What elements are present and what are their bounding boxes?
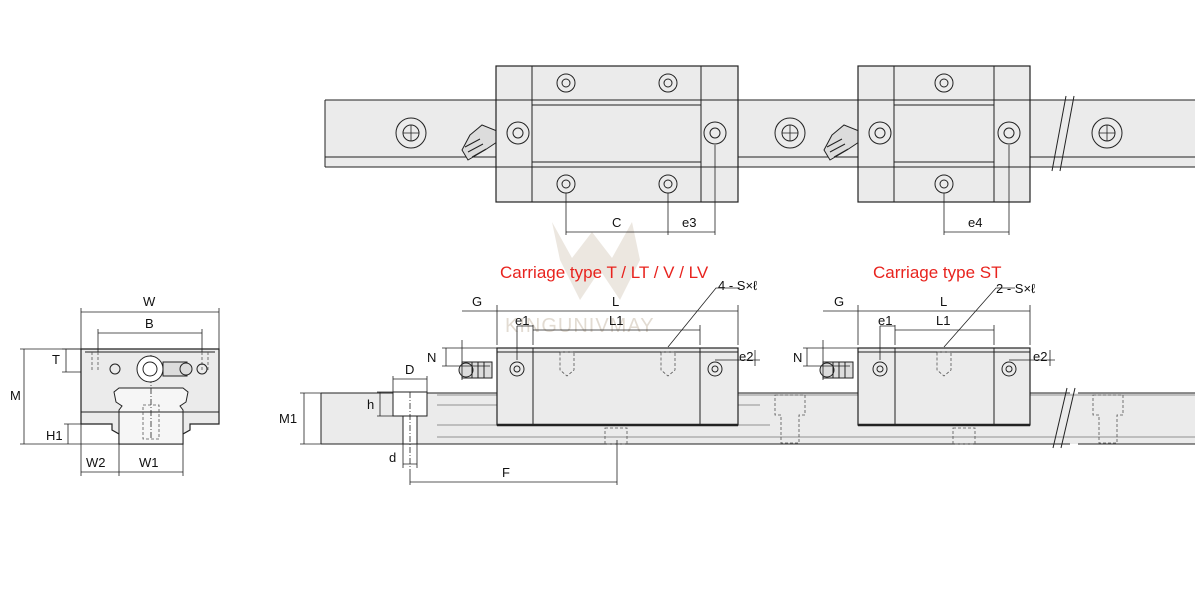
dim-W2: W2 — [86, 455, 106, 470]
carriage-a-top — [495, 65, 739, 203]
dim-D: D — [405, 362, 414, 377]
watermark: KINGUNIVMAY — [505, 222, 655, 337]
dim-L-a: L — [612, 294, 619, 309]
carriage-a-side — [496, 347, 739, 426]
dim-L1-a: L1 — [609, 313, 623, 328]
dim-L-b: L — [940, 294, 947, 309]
side-seal-screw — [109, 363, 121, 375]
rail-hole — [395, 117, 427, 149]
side-seal-screw — [707, 361, 723, 377]
dim-e4: e4 — [968, 215, 982, 230]
mount-hole — [934, 73, 954, 93]
side-seal-screw — [1001, 361, 1017, 377]
end-seal-hole — [703, 121, 727, 145]
dim-d: d — [389, 450, 396, 465]
dim-M: M — [10, 388, 21, 403]
dim-e3: e3 — [682, 215, 696, 230]
grease-nipple-icon — [823, 124, 860, 161]
side-seal-screw — [872, 361, 888, 377]
title-carriage-type-b: Carriage type ST — [873, 263, 1002, 282]
dim-W: W — [143, 294, 156, 309]
grease-nipple-icon — [136, 355, 193, 383]
dim-B: B — [145, 316, 154, 331]
dim-h: h — [367, 397, 374, 412]
grease-nipple-icon — [819, 361, 854, 379]
dim-N-a: N — [427, 350, 436, 365]
dim-e1-a: e1 — [515, 313, 529, 328]
side-seal-screw — [509, 361, 525, 377]
dim-C: C — [612, 215, 621, 230]
side-view: G L L1 e1 e2 N 4 - S×ℓ G L L1 e1 e2 N 2 … — [279, 278, 1195, 485]
dim-G-b: G — [834, 294, 844, 309]
dim-F: F — [502, 465, 510, 480]
rail-hole — [1091, 117, 1123, 149]
grease-nipple-icon — [458, 361, 493, 379]
dim-e1-b: e1 — [878, 313, 892, 328]
dim-T: T — [52, 352, 60, 367]
dim-e2-b: e2 — [1033, 349, 1047, 364]
side-seal-screw — [196, 363, 208, 375]
dim-W1: W1 — [139, 455, 159, 470]
dim-L1-b: L1 — [936, 313, 950, 328]
callout-holes-b: 2 - S×ℓ — [996, 281, 1036, 296]
carriage-b-side — [857, 347, 1031, 426]
rail-bolt-hole — [392, 391, 428, 470]
mount-hole — [658, 73, 678, 93]
end-seal-hole — [997, 121, 1021, 145]
watermark-text: KINGUNIVMAY — [505, 315, 655, 337]
end-view: W B T M H1 W2 W1 — [10, 294, 220, 476]
dim-G-a: G — [472, 294, 482, 309]
dim-e2-a: e2 — [739, 349, 753, 364]
callout-holes-a: 4 - S×ℓ — [718, 278, 758, 293]
rail-hole — [774, 117, 806, 149]
carriage-b-top — [857, 65, 1031, 203]
dim-H1: H1 — [46, 428, 63, 443]
dim-N-b: N — [793, 350, 802, 365]
grease-nipple-icon — [461, 124, 498, 161]
mount-hole — [556, 73, 576, 93]
dim-M1: M1 — [279, 411, 297, 426]
top-view: C e3 e4 — [324, 65, 1195, 235]
end-seal-hole — [506, 121, 530, 145]
end-seal-hole — [868, 121, 892, 145]
title-carriage-type-a: Carriage type T / LT / V / LV — [500, 263, 709, 282]
